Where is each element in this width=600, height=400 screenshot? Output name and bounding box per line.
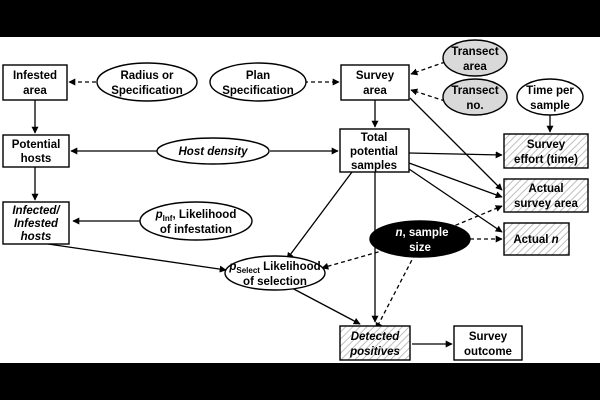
- node-survey-area-line-1: Survey: [356, 70, 395, 82]
- node-survey-area: Survey area: [340, 64, 410, 101]
- edge-n-to-detected-positives: [375, 253, 416, 330]
- n-line-2: size: [409, 242, 431, 254]
- edges: [31, 61, 554, 348]
- node-transect-no-line-1: Transect: [451, 85, 498, 97]
- node-survey-effort: Survey effort (time): [503, 133, 589, 169]
- node-host-density: Host density: [156, 137, 270, 165]
- p-inf-symbol: p: [155, 209, 163, 221]
- node-time-line-1: Time per: [526, 85, 574, 97]
- p-inf-line-1-rest: , Likelihood: [172, 209, 236, 221]
- node-survey-area-line-2: area: [363, 85, 387, 97]
- node-outcome-line-1: Survey: [469, 331, 508, 343]
- edge-total-samples-to-p-select: [286, 171, 353, 260]
- node-p-select: pSelect Likelihood of selection: [224, 255, 326, 291]
- node-transect-no: Transect no.: [442, 78, 508, 116]
- svg-text:n, sample: n, sample: [395, 227, 448, 239]
- node-infected-line-3: hosts: [21, 231, 52, 243]
- p-inf-subscript: Inf: [163, 214, 173, 223]
- node-p-inf: pInf, Likelihood of infestation: [139, 201, 253, 241]
- node-actual-n: Actual n: [503, 222, 570, 256]
- svg-text:Actual n: Actual n: [513, 234, 558, 246]
- node-actual-area-line-2: survey area: [514, 198, 579, 210]
- svg-text:pInf, Likelihood: pInf, Likelihood: [155, 209, 237, 223]
- node-infested-area: Infested area: [2, 64, 68, 101]
- node-total-line-1: Total: [361, 132, 388, 144]
- node-actual-area-line-1: Actual: [528, 183, 563, 195]
- node-detected-line-1: Detected: [351, 331, 401, 343]
- edge-total-samples-to-survey-effort: [408, 151, 503, 159]
- node-detected-line-2: positives: [349, 346, 400, 358]
- node-plan-line-2: Specification: [222, 85, 294, 97]
- flow-diagram: Infested area Radius or Specification Plan…: [2, 39, 589, 361]
- node-outcome-line-2: outcome: [464, 346, 512, 358]
- node-infested-area-line-2: area: [23, 85, 47, 97]
- node-survey-effort-line-2: effort (time): [514, 154, 578, 166]
- node-transect-area-line-2: area: [463, 61, 487, 73]
- node-detected-positives: Detected positives: [339, 325, 411, 361]
- n-line-1-rest: , sample: [403, 227, 449, 239]
- edge-transect-area-to-survey-area: [410, 61, 446, 76]
- node-n-sample-size: n, sample size: [369, 220, 471, 258]
- node-radius-line-1: Radius or: [120, 70, 174, 82]
- node-total-line-3: samples: [351, 160, 397, 172]
- p-inf-line-2: of infestation: [160, 224, 232, 236]
- node-radius-line-2: Specification: [111, 85, 183, 97]
- edge-infected-hosts-to-p-select: [47, 243, 227, 273]
- p-select-line-2: of selection: [243, 276, 307, 288]
- edge-n-to-p-select: [321, 247, 393, 270]
- node-total-potential-samples: Total potential samples: [339, 128, 410, 173]
- edge-n-to-actual-survey-area: [448, 205, 503, 229]
- node-infected-line-2: Infested: [14, 218, 59, 230]
- node-time-per-sample: Time per sample: [516, 78, 584, 116]
- edge-total-samples-to-actual-survey-area: [408, 162, 503, 199]
- svg-text:pSelect Likelihood: pSelect Likelihood: [228, 261, 320, 275]
- p-select-subscript: Select: [236, 266, 260, 275]
- node-potential-hosts-line-1: Potential: [12, 139, 61, 151]
- diagram-canvas: Infested area Radius or Specification Plan…: [0, 37, 600, 363]
- node-transect-area-line-1: Transect: [451, 46, 498, 58]
- node-transect-no-line-2: no.: [466, 100, 483, 112]
- node-infected-line-1: Infected/: [12, 205, 61, 217]
- node-transect-area: Transect area: [442, 39, 508, 77]
- node-infested-area-line-1: Infested: [13, 70, 57, 82]
- node-potential-hosts-line-2: hosts: [21, 153, 52, 165]
- actual-n-symbol: n: [552, 234, 559, 246]
- node-total-line-2: potential: [350, 146, 398, 158]
- actual-n-prefix: Actual: [513, 234, 551, 246]
- node-potential-hosts: Potential hosts: [2, 134, 70, 168]
- edge-survey-area-to-actual-survey-area: [409, 97, 503, 191]
- node-time-line-2: sample: [530, 100, 570, 112]
- node-radius-or-specification: Radius or Specification: [96, 62, 198, 102]
- node-actual-survey-area: Actual survey area: [503, 178, 589, 213]
- edge-transect-no-to-survey-area: [410, 88, 446, 102]
- node-plan-line-1: Plan: [246, 70, 270, 82]
- p-select-symbol: p: [228, 261, 236, 273]
- p-select-line-1-rest: Likelihood: [260, 261, 321, 273]
- edge-p-select-to-detected-positives: [289, 286, 361, 325]
- edge-total-samples-to-actual-n: [408, 168, 503, 233]
- node-host-density-label: Host density: [178, 146, 248, 158]
- node-survey-outcome: Survey outcome: [453, 325, 523, 361]
- n-symbol: n: [395, 227, 402, 239]
- node-survey-effort-line-1: Survey: [527, 139, 566, 151]
